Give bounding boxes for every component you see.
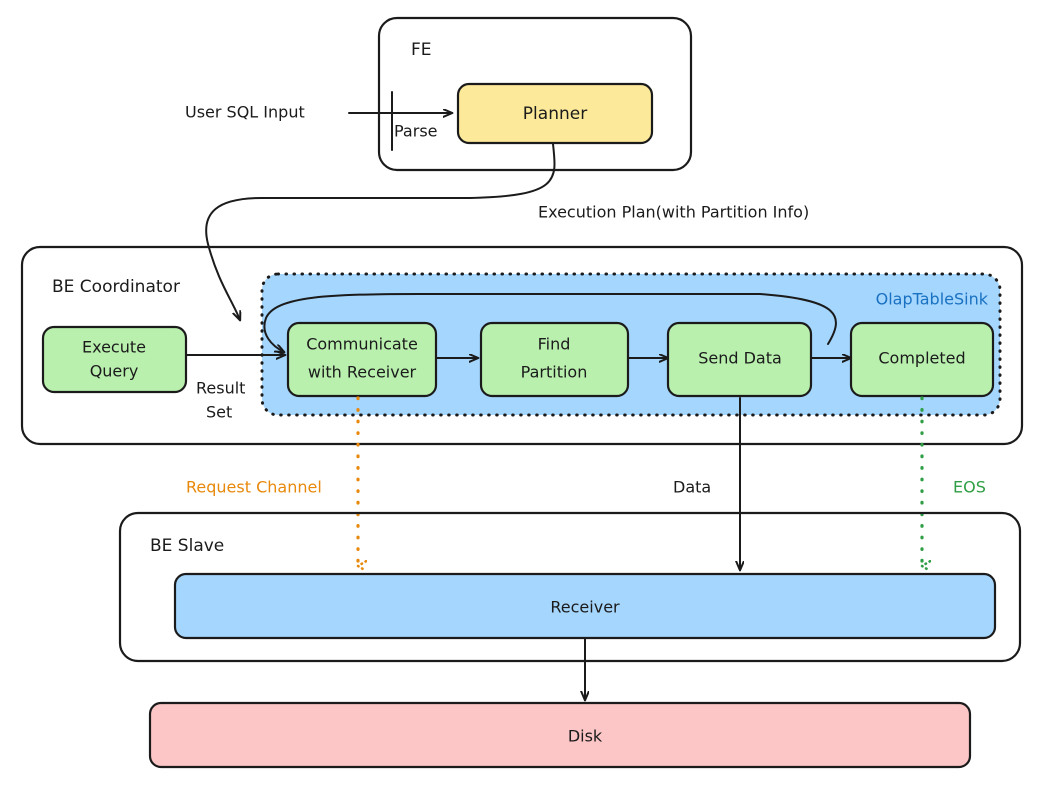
receiver-label: Receiver xyxy=(550,598,620,617)
execute-query-label-line1: Execute xyxy=(82,338,146,357)
container-fe: FE xyxy=(377,16,693,172)
container-be-coordinator: BE Coordinator xyxy=(20,245,1024,446)
edge-label-result-set-line1: Result xyxy=(196,379,245,398)
execute-query-label-line2: Query xyxy=(90,362,139,381)
olap-table-sink-label: OlapTableSink xyxy=(876,290,989,309)
planner-box[interactable] xyxy=(456,82,654,145)
fe-container-box xyxy=(377,16,693,172)
execute-query-box[interactable] xyxy=(41,325,188,394)
node-disk[interactable]: Disk xyxy=(148,701,972,769)
node-planner[interactable]: Planner xyxy=(456,82,654,145)
node-completed[interactable]: Completed xyxy=(849,321,995,398)
olap-table-sink-box xyxy=(260,272,1002,417)
planner-label: Planner xyxy=(523,104,587,124)
be-slave-container-box xyxy=(118,511,1022,663)
edge-label-eos: EOS xyxy=(953,478,986,497)
communicate-label-line2: with Receiver xyxy=(308,363,417,382)
communicate-with-receiver-box[interactable] xyxy=(286,321,438,398)
edge-label-result-set-line2: Set xyxy=(206,403,232,422)
find-partition-box[interactable] xyxy=(479,321,630,398)
container-be-slave: BE Slave xyxy=(118,511,1022,663)
be-coordinator-container-box xyxy=(20,245,1024,446)
node-find-partition[interactable]: Find Partition xyxy=(479,321,630,398)
completed-box[interactable] xyxy=(849,321,995,398)
node-receiver[interactable]: Receiver xyxy=(173,572,997,640)
node-communicate-with-receiver[interactable]: Communicate with Receiver xyxy=(286,321,438,398)
node-send-data[interactable]: Send Data xyxy=(666,321,813,398)
be-slave-container-label: BE Slave xyxy=(150,536,224,556)
disk-label: Disk xyxy=(568,727,603,746)
send-data-label: Send Data xyxy=(698,349,782,368)
find-partition-label-line1: Find xyxy=(538,335,571,354)
completed-label: Completed xyxy=(878,349,965,368)
edge-label-request-channel: Request Channel xyxy=(186,478,322,497)
communicate-label-line1: Communicate xyxy=(306,335,418,354)
edge-label-execution-plan: Execution Plan(with Partition Info) xyxy=(538,203,809,222)
edge-label-data: Data xyxy=(673,478,711,497)
disk-box[interactable] xyxy=(148,701,972,769)
edge-planner-to-execute-query xyxy=(205,143,556,320)
send-data-box[interactable] xyxy=(666,321,813,398)
fe-container-label: FE xyxy=(411,40,432,60)
find-partition-label-line2: Partition xyxy=(521,363,588,382)
be-coordinator-container-label: BE Coordinator xyxy=(52,277,180,297)
edge-label-parse: Parse xyxy=(394,122,438,141)
edge-label-user-sql-input: User SQL Input xyxy=(185,103,305,122)
group-olap-table-sink: OlapTableSink xyxy=(260,272,1002,417)
node-execute-query[interactable]: Execute Query xyxy=(41,325,188,394)
edge-send-data-feedback-to-communicate xyxy=(263,293,837,352)
